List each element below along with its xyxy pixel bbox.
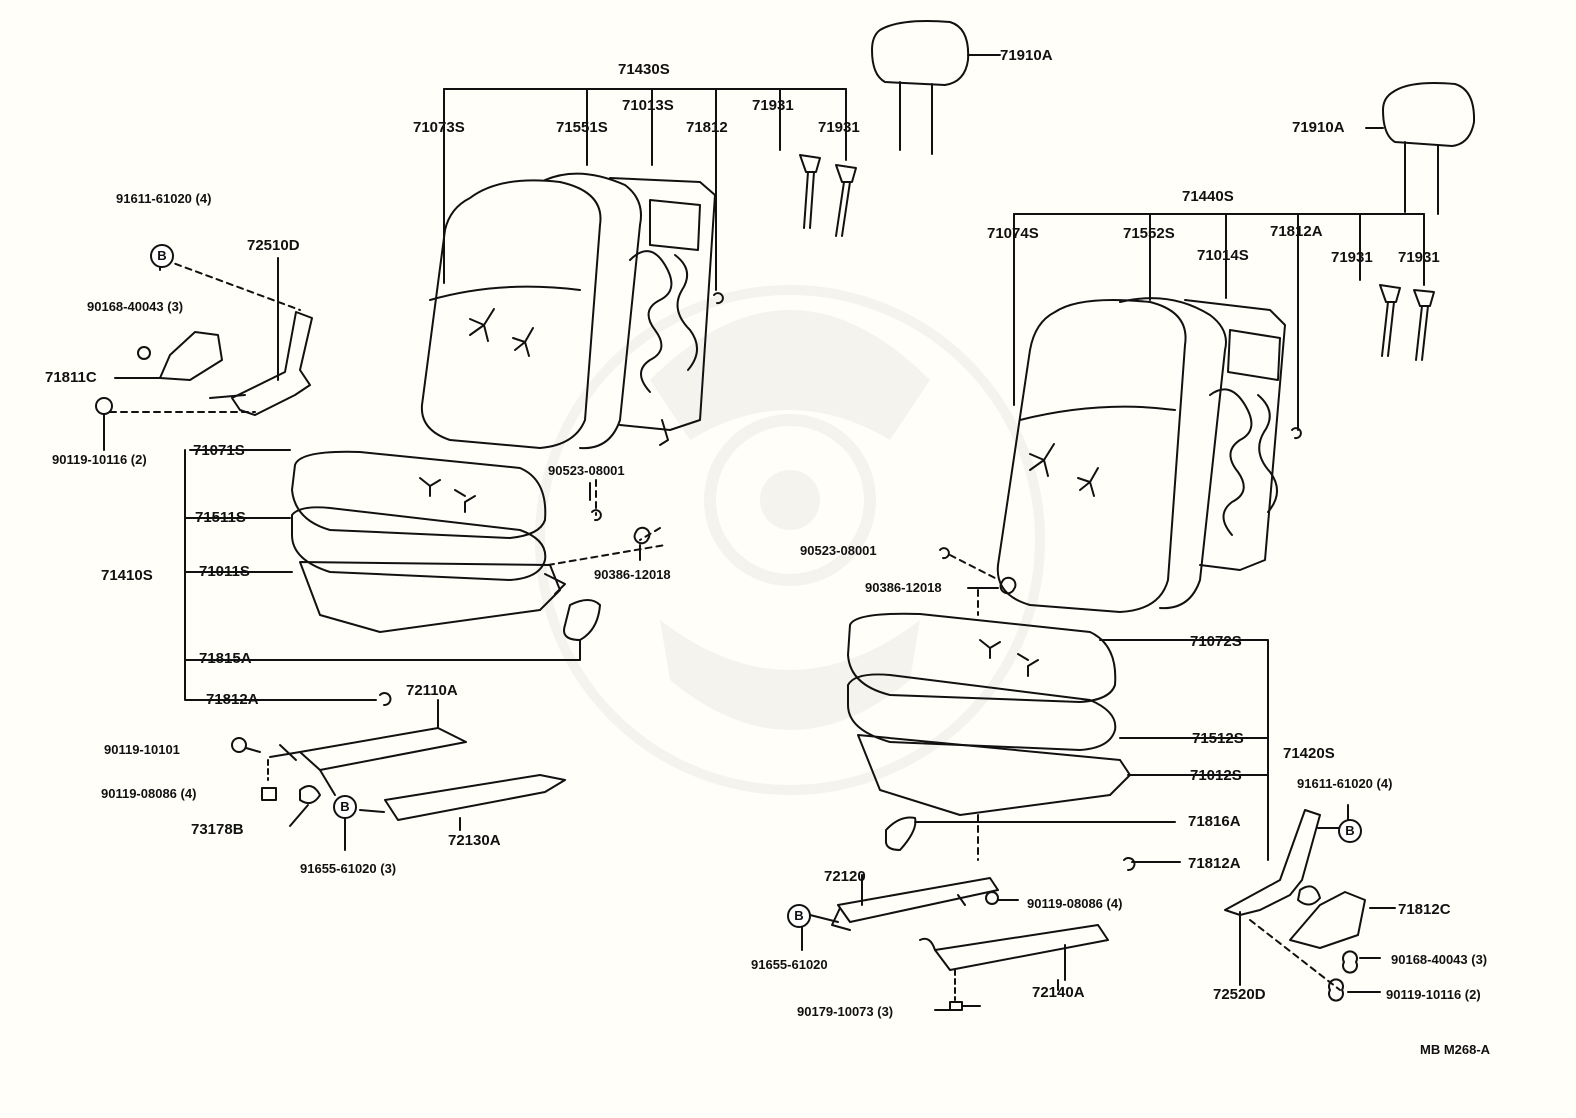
callout-71931-a: 71931 xyxy=(752,97,794,114)
callout-71440s: 71440S xyxy=(1182,188,1234,205)
bracket-71430s xyxy=(443,88,847,291)
seatback-right xyxy=(996,297,1302,613)
callout-91655-left: 91655-61020 (3) xyxy=(300,861,397,876)
callout-71812a-left: 71812A xyxy=(206,691,259,708)
callout-71815a: 71815A xyxy=(199,650,252,667)
callout-72110a: 72110A xyxy=(406,682,458,699)
callout-71551s: 71551S xyxy=(556,119,608,136)
seat-cushion-right xyxy=(847,547,1269,871)
reference-code: MB M268-A xyxy=(1420,1042,1491,1057)
callout-71812: 71812 xyxy=(686,119,728,136)
callout-71931-c: 71931 xyxy=(1331,249,1373,266)
callout-71011s: 71011S xyxy=(199,563,250,580)
callout-71811c: 71811C xyxy=(45,369,97,386)
clip-90523-left xyxy=(591,509,602,522)
callout-72510d: 72510D xyxy=(247,237,300,254)
headrest-left xyxy=(871,20,1001,155)
callout-71812a-right: 71812A xyxy=(1270,223,1323,240)
bracket-71440s xyxy=(1013,213,1425,431)
callout-71552s: 71552S xyxy=(1123,225,1175,242)
callout-72140a: 72140A xyxy=(1032,984,1085,1001)
callout-90179: 90179-10073 (3) xyxy=(797,1004,894,1019)
callout-71931-b: 71931 xyxy=(818,119,860,136)
callout-72520d: 72520D xyxy=(1213,986,1266,1003)
marker-b-right-rail: B xyxy=(787,904,811,928)
callout-71812a-right2: 71812A xyxy=(1188,855,1241,872)
callout-71071s: 71071S xyxy=(193,442,245,459)
callout-71812c: 71812C xyxy=(1398,901,1451,918)
callout-90386-left: 90386-12018 xyxy=(594,567,671,582)
callout-90119-10101: 90119-10101 xyxy=(104,742,180,757)
callout-71430s: 71430S xyxy=(618,61,670,78)
callout-91611-right: 91611-61020 (4) xyxy=(1297,776,1393,791)
callout-90119-08086-right: 90119-08086 (4) xyxy=(1027,896,1123,911)
callout-71512s: 71512S xyxy=(1192,730,1244,747)
callout-71420s: 71420S xyxy=(1283,745,1335,762)
callout-73178b: 73178B xyxy=(191,821,244,838)
headrest-right xyxy=(1365,82,1476,215)
callout-90523-left: 90523-08001 xyxy=(548,463,625,478)
callout-71410s: 71410S xyxy=(101,567,153,584)
seat-rails-right xyxy=(809,874,1109,1011)
callout-71073s: 71073S xyxy=(413,119,465,136)
callout-71816a: 71816A xyxy=(1188,813,1241,830)
callout-90523-right: 90523-08001 xyxy=(800,543,877,558)
samurai-watermark xyxy=(535,285,1045,795)
callout-71012s: 71012S xyxy=(1190,767,1242,784)
callout-91655-right: 91655-61020 xyxy=(751,957,828,972)
callout-90119-08086-left: 90119-08086 (4) xyxy=(101,786,197,801)
nut-90386-left xyxy=(633,526,651,545)
callout-71072s: 71072S xyxy=(1190,633,1242,650)
marker-b-right: B xyxy=(1338,819,1362,843)
callout-71074s: 71074S xyxy=(987,225,1039,242)
marker-b-left-rail: B xyxy=(333,795,357,819)
seat-rails-left xyxy=(231,699,566,821)
marker-b-left: B xyxy=(150,244,174,268)
callout-71910a-right: 71910A xyxy=(1292,119,1345,136)
callout-90119-10116-right: 90119-10116 (2) xyxy=(1386,987,1481,1002)
callout-71931-d: 71931 xyxy=(1398,249,1440,266)
callout-72130a: 72130A xyxy=(448,832,501,849)
seatback-left xyxy=(420,172,724,450)
leaders-misc xyxy=(103,259,1381,1011)
callout-91611-left: 91611-61020 (4) xyxy=(116,191,212,206)
callout-71511s: 71511S xyxy=(195,509,246,526)
callout-71014s: 71014S xyxy=(1197,247,1249,264)
recliner-right xyxy=(1224,809,1396,1002)
callout-90168-right: 90168-40043 (3) xyxy=(1391,952,1488,967)
callout-90168-left: 90168-40043 (3) xyxy=(87,299,184,314)
recliner-left xyxy=(95,257,313,416)
connectors-center xyxy=(547,479,666,566)
headrest-supports-left xyxy=(799,154,857,237)
callout-71013s: 71013S xyxy=(622,97,674,114)
callout-90386-right: 90386-12018 xyxy=(865,580,942,595)
callout-72120: 72120 xyxy=(824,868,866,885)
callout-71910a-left: 71910A xyxy=(1000,47,1053,64)
headrest-supports-right xyxy=(1379,284,1435,361)
callout-90119-10116-left: 90119-10116 (2) xyxy=(52,452,147,467)
